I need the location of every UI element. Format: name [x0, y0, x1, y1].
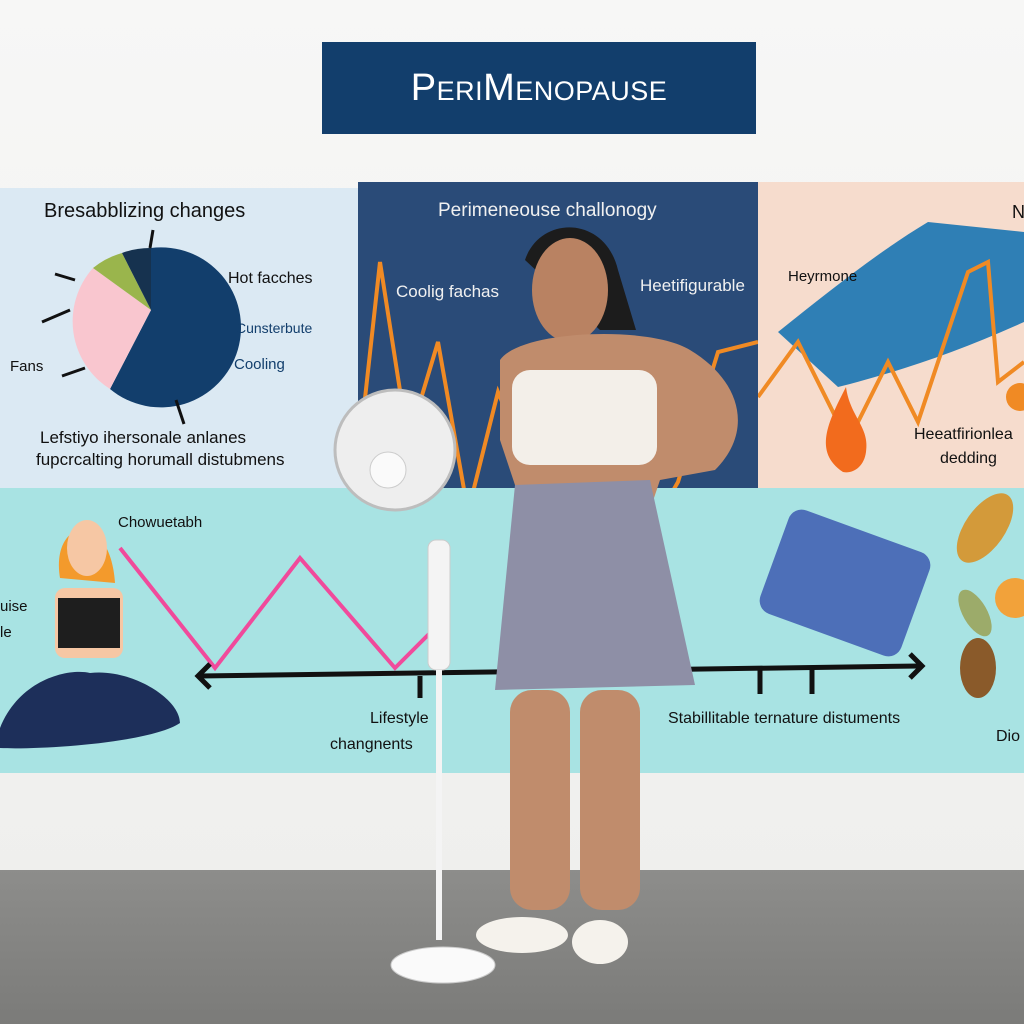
food-illustrations — [956, 493, 1024, 698]
pie-label-fans: Fans — [10, 358, 44, 375]
timeline-label-1a: Lifestyle — [370, 710, 429, 727]
yoga-woman-illustration — [0, 520, 180, 749]
pie-label-cooling: Cooling — [234, 356, 285, 373]
pie-chart — [41, 229, 242, 425]
blue-cloth-and-wave — [758, 222, 1024, 473]
right-label-corner: N — [1012, 202, 1024, 222]
pink-zigzag-arrow — [118, 546, 432, 672]
center-label-left: Coolig fachas — [396, 282, 500, 301]
pie-caption-1: Lefstiyo ihersonale anlanes — [40, 428, 247, 447]
right-label-top: Heyrmone — [788, 268, 858, 285]
pie-caption-2: fupcrcalting horumall distubmens — [36, 450, 285, 469]
pie-slice-dark — [122, 247, 151, 310]
right-label-bottom-1: Heeatfirionlea — [914, 426, 1013, 443]
timeline-label-2: Stabillitable ternature distuments — [668, 710, 901, 727]
pie-chart-panel: Bresabblizing changes Hot facches Cunste… — [0, 188, 358, 488]
timeline-label-1b: changnents — [330, 736, 413, 753]
pillow-illustration — [759, 509, 931, 657]
title-banner: PeriMenopause — [322, 42, 756, 134]
right-label-bottom-2: dedding — [940, 450, 997, 467]
right-edge-label: Dio — [996, 728, 1021, 745]
pie-slice-green — [93, 253, 151, 310]
right-panel: Heyrmone N Heeatfirionlea dedding — [758, 182, 1024, 488]
pie-slice-pink — [72, 268, 151, 389]
standing-fan — [333, 388, 496, 984]
woman — [476, 227, 738, 964]
pie-label-2: Cunsterbute — [236, 320, 313, 336]
flame-icon — [825, 387, 867, 473]
left-edge-label-1: uise — [0, 598, 28, 615]
orange-fruit-icon — [1006, 383, 1024, 411]
bottom-graphics — [0, 493, 1024, 749]
pie-label-hot: Hot facches — [228, 270, 313, 287]
center-label-right: Heetifigurable — [640, 276, 745, 295]
pie-leader-lines — [41, 229, 186, 425]
yoga-label: Chowuetabh — [118, 514, 203, 531]
left-edge-label-2: le — [0, 624, 12, 641]
center-title: Perimeneouse challonogy — [438, 200, 657, 221]
banner-title: PeriMenopause — [410, 66, 668, 109]
pie-title: Bresabblizing changes — [44, 200, 246, 222]
pie-slice-main — [110, 247, 242, 408]
